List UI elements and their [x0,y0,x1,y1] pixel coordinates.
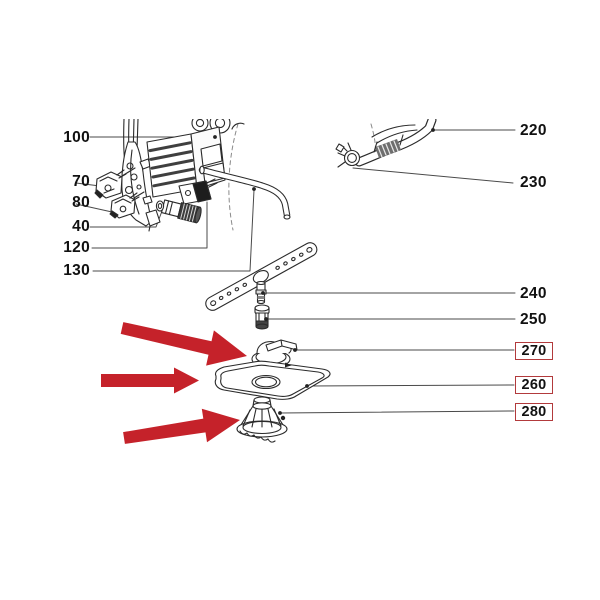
water-inlet-assembly-drawing [121,119,245,232]
feed-tube-drawing [198,165,291,220]
valve-cylinder-drawing [161,199,202,224]
microfilter-cone-drawing [236,396,288,443]
filter-plate-drawing [214,360,331,400]
part-label-260-highlighted: 260 [515,376,553,394]
part-label-270-text: 270 [521,343,547,359]
part-label-120: 120 [63,239,90,256]
part-label-40: 40 [72,218,90,235]
red-arrow-microfilter [123,408,240,444]
part-label-260-text: 260 [521,377,547,393]
drain-hose-drawing [354,119,437,167]
part-label-100: 100 [63,129,90,146]
part-label-220: 220 [520,122,547,139]
solenoid-valve-drawing [178,178,218,205]
part-label-70: 70 [72,173,90,190]
microswitch-70-drawing [94,169,127,199]
part-label-280-text: 280 [521,404,547,420]
part-label-230: 230 [520,174,547,191]
part-label-280-highlighted: 280 [515,403,553,421]
grommet-ring-drawing [155,200,165,212]
check-valve-drawing [254,304,270,330]
part-label-240: 240 [520,285,547,302]
red-arrow-filter-cap [120,322,247,366]
red-arrow-filter-plate [101,367,199,394]
hose-clamp-drawing [335,142,361,168]
part-label-250: 250 [520,311,547,328]
part-label-80: 80 [72,194,90,211]
spray-arm-nozzle-drawing [255,280,267,305]
leader-dots [213,128,435,415]
part-label-270-highlighted: 270 [515,342,553,360]
tub-outline-dashed-arc [228,123,376,231]
microswitch-80-drawing [109,192,140,219]
leader-lines [75,129,516,414]
part-label-130: 130 [63,262,90,279]
